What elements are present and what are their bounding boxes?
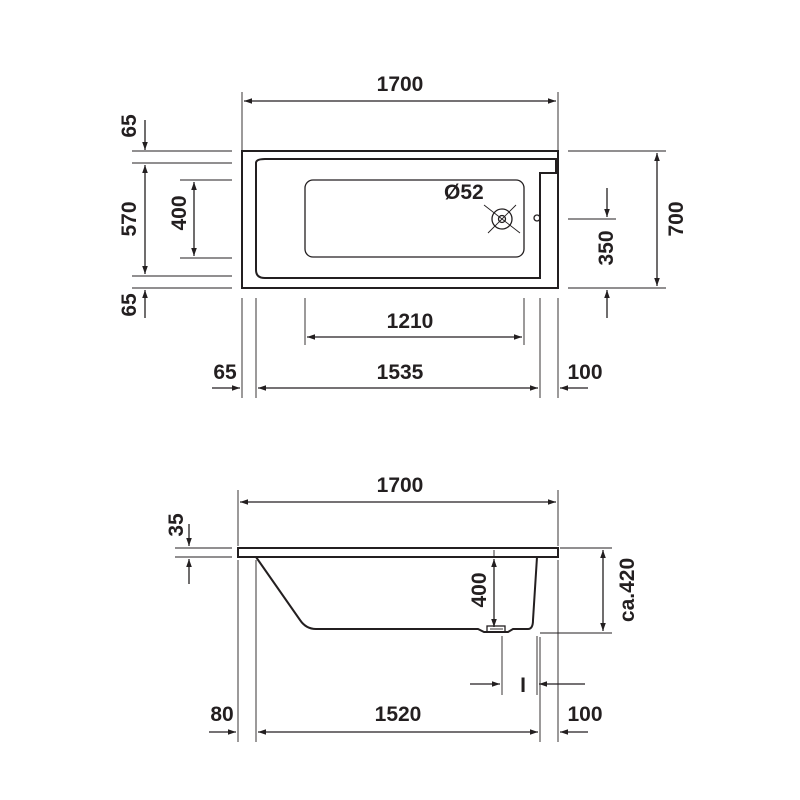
- drain-icon: [483, 204, 521, 234]
- dim-drain-offset: 350: [595, 230, 618, 265]
- dim-inner-width: 570: [118, 201, 141, 236]
- drain-marker: I: [520, 674, 526, 697]
- dim-drain-diameter: Ø52: [444, 181, 484, 204]
- dim-rim-right: 100: [567, 361, 602, 384]
- dim-side-inner-length: 1520: [375, 703, 422, 726]
- dim-overall-width: 700: [665, 201, 688, 236]
- dim-side-overall-length: 1700: [377, 474, 424, 497]
- dim-left-offset: 80: [210, 703, 233, 726]
- dim-rim-left: 65: [213, 361, 237, 384]
- dim-depth: 400: [468, 572, 491, 607]
- dim-inner-length: 1535: [377, 361, 424, 384]
- top-view: 1700 65 570 65 400 700 350 Ø52: [118, 73, 688, 398]
- dim-overall-length: 1700: [377, 73, 424, 96]
- tub-outer-rim: [241, 150, 559, 289]
- tub-rim-profile: [237, 547, 559, 558]
- tub-floor: [304, 179, 525, 258]
- dim-right-offset: 100: [567, 703, 602, 726]
- tub-inner-basin: [255, 158, 557, 279]
- side-view: 1700 35 400 ca.420 I 1520 80: [165, 474, 639, 742]
- dim-rim-thickness: 35: [165, 513, 188, 537]
- dim-rim-top: 65: [118, 114, 141, 138]
- tub-body-profile: [255, 556, 538, 633]
- dim-overall-height: ca.420: [616, 558, 639, 622]
- overflow-icon: [533, 214, 541, 222]
- dim-floor-width: 400: [168, 195, 191, 230]
- dim-rim-bottom: 65: [118, 293, 141, 317]
- dim-floor-length: 1210: [387, 310, 434, 333]
